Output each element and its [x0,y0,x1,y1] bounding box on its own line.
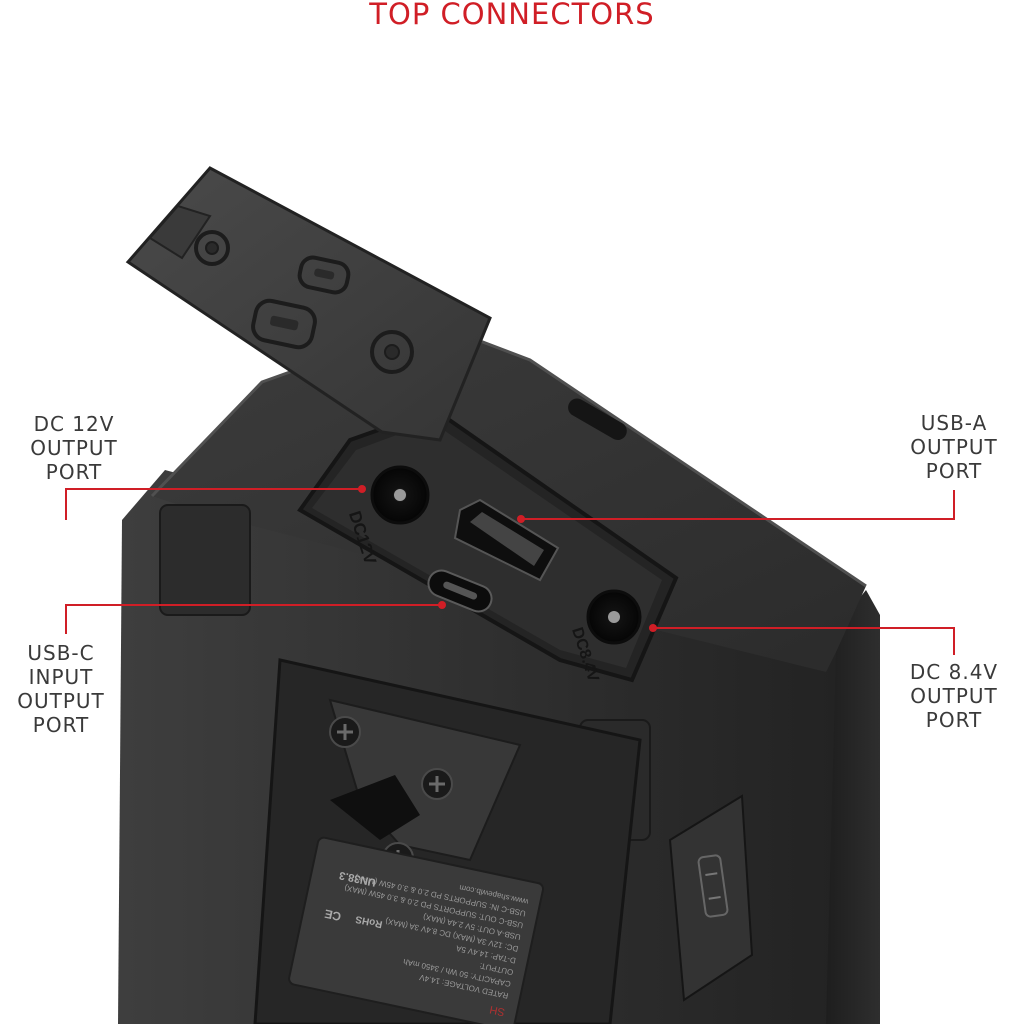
page-title: TOP CONNECTORS [369,0,655,31]
leader-usbc [65,604,442,634]
callout-line: OUTPUT [30,436,118,460]
callout-line: DC 8.4V [909,660,999,684]
leader-usba [521,490,955,520]
callout-usb-c: USB-C INPUT OUTPUT PORT [6,641,116,737]
callout-line: USB-A [920,411,988,435]
usb-a-port [453,498,560,582]
callout-line: PORT [925,459,983,483]
leader-dc12v [65,488,362,520]
leader-dc84v [653,627,955,655]
dc-12v-port [370,465,430,525]
callout-line: OUTPUT [910,684,998,708]
callout-line: USB-C [27,641,95,665]
callout-dc-12v: DC 12V OUTPUT PORT [18,412,130,484]
callout-line: PORT [925,708,983,732]
callout-line: DC 12V [33,412,115,436]
screw-icon [329,716,361,748]
mark-ce: CE [323,907,342,924]
callout-dc-8-4v: DC 8.4V OUTPUT PORT [892,660,1016,732]
rubber-port-cover [125,166,492,442]
usb-c-port [427,569,493,613]
label-brand: SH [489,1003,506,1018]
dc-8-4v-port [586,589,642,645]
callout-line: INPUT [28,665,94,689]
callout-usb-a: USB-A OUTPUT PORT [896,411,1012,483]
callout-line: OUTPUT [17,689,105,713]
callout-line: PORT [32,713,90,737]
screw-icon [421,768,453,800]
callout-line: OUTPUT [910,435,998,459]
callout-line: PORT [45,460,103,484]
battery-side-face [826,590,880,1024]
side-release-button [668,794,754,1002]
callout-leaders [65,485,955,655]
